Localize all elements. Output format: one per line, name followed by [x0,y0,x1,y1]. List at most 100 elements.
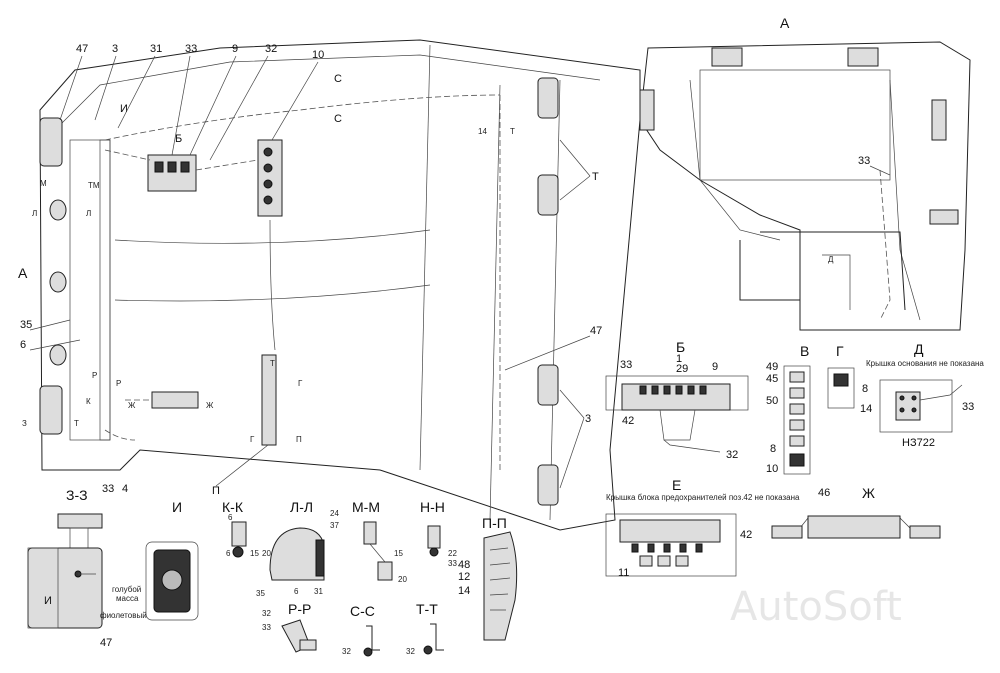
view-v-callout-8: 8 [770,443,776,455]
callout-p2: П [296,435,302,444]
view-e-callout-42: 42 [740,529,752,541]
view-rr-callout-33: 33 [262,623,271,632]
callout-47b: Т [592,171,599,183]
view-a-title: А [780,15,790,31]
callout-l1: Л [32,209,37,218]
view-pp: П-П 48 12 14 [458,515,518,641]
callout-r1: Р [92,371,97,380]
view-b-callout-9: 9 [712,361,718,373]
view-ss-callout-32: 32 [342,647,351,656]
view-pp-title: П-П [482,515,507,531]
callout-m: М [40,179,47,188]
view-a-callout-d: Д [828,255,834,264]
view-tt-title: Т-Т [416,601,438,617]
view-mm-callout-15: 15 [394,549,403,558]
view-v-title: В [800,343,809,359]
view-z3: З-З И 47 [27,487,112,649]
callout-t2: Т [270,359,275,368]
callout-31: 31 [150,43,162,55]
view-mm: М-М 15 20 [352,499,407,584]
callout-47: 47 [76,43,88,55]
view-zh-callout-46: 46 [818,487,830,499]
view-pp-callout-48: 48 [458,559,470,571]
callout-14: П [212,485,220,497]
view-e-note: Крышка блока предохранителей поз.42 не п… [606,493,800,502]
callout-33b: 33 [102,483,114,495]
callout-s2: С [334,113,342,125]
callout-p1: Г [250,435,255,444]
view-b-callout-33: 33 [620,359,632,371]
view-a-callout-33: 33 [858,155,870,167]
view-kk-callout-6b: 6 [228,513,233,522]
callout-32: 32 [265,43,277,55]
view-b-callout-32: 32 [726,449,738,461]
callout-b: Б [175,133,182,145]
callout-s1: С [334,73,342,85]
view-rr: Р-Р 32 33 [262,601,317,653]
view-tt: Т-Т 32 [406,601,444,656]
callout-t4: Т [510,127,515,136]
view-g: Г 8 14 [827,343,872,415]
view-e-title: Е [672,477,681,493]
callout-r2: Р [116,379,121,388]
view-zh-title: Ж [862,485,875,501]
view-kk-callout-15: 15 [250,549,259,558]
view-nn-title: Н-Н [420,499,445,515]
view-pp-callout-14: 14 [458,585,470,597]
view-b-callout-42: 42 [622,415,634,427]
watermark: AutoSoft [730,584,902,630]
view-ll-callout-6: 6 [294,587,299,596]
view-ll-callout-31: 31 [314,587,323,596]
view-i-callout-mass: масса [116,594,139,603]
view-ll-callout-20: 20 [262,549,271,558]
view-zh: Ж 46 [771,485,941,539]
main-view: 47 3 31 33 9 32 10 Б С С И М ТМ Л Л А 35… [18,39,641,531]
callout-a: А [18,265,28,281]
callout-tm: ТМ [88,181,100,190]
callout-z: З [22,419,27,428]
callout-k: К [86,397,91,406]
view-z3-callout-i: И [44,595,52,607]
view-ss-title: С-С [350,603,375,619]
view-mm-title: М-М [352,499,380,515]
view-i-title: И [172,499,182,515]
callout-l2: Л [86,209,91,218]
view-kk-callout-6a: 6 [226,549,231,558]
view-mm-callout-20: 20 [398,575,407,584]
view-i-callout-blue: голубой [112,585,141,594]
callout-6: 6 [20,339,26,351]
view-i-callout-violet: фиолетовый [100,611,147,620]
view-ll-callout-35: 35 [256,589,265,598]
view-b-callout-1: 1 [676,353,682,365]
callout-4: 4 [122,483,128,495]
view-v-callout-10: 10 [766,463,778,475]
view-ss: С-С 32 [342,603,380,657]
view-z3-callout-47: 47 [100,637,112,649]
view-nn-callout-33: 33 [448,559,457,568]
callout-g: Г [298,379,303,388]
callout-9: 9 [232,43,238,55]
view-ll-callout-24: 24 [330,509,339,518]
view-b-title: Б [676,339,685,355]
callout-47c: 3 [585,413,591,425]
view-d-note: Крышка основания не показана [866,359,984,368]
callout-t3: 14 [478,127,487,136]
view-ll-callout-37: 37 [330,521,339,530]
view-tt-callout-32: 32 [406,647,415,656]
view-b-callout-29: 29 [676,363,688,375]
callout-zh2: Ж [206,401,214,410]
callout-3: 3 [112,43,118,55]
view-kk: К-К 6 6 15 [222,499,259,558]
view-e-callout-11: 11 [618,567,629,579]
callout-33: 33 [185,43,197,55]
callout-3b: 47 [590,325,602,337]
view-kk-title: К-К [222,499,244,515]
view-ll-title: Л-Л [290,499,313,515]
view-rr-title: Р-Р [288,601,311,617]
callout-10: 10 [312,49,324,61]
callout-35: 35 [20,319,32,331]
view-d-callout-nz722: НЗ722 [902,437,935,449]
view-z3-title: З-З [66,487,88,503]
view-ll: Л-Л 24 37 20 6 31 35 [256,499,339,598]
